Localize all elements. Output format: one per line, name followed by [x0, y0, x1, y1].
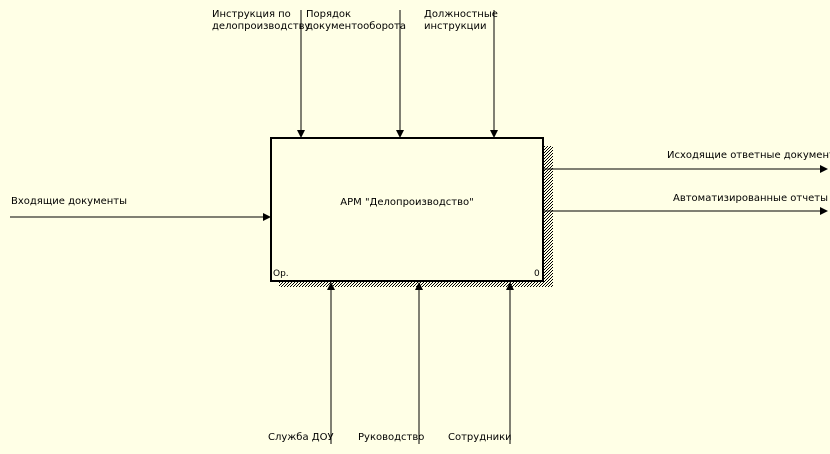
mechanism-label-3: Сотрудники: [448, 432, 512, 443]
input-arrow-1[interactable]: [10, 213, 271, 221]
output-arrow-1[interactable]: [544, 165, 828, 173]
mechanism-arrow-2[interactable]: [415, 282, 423, 444]
control-arrow-1[interactable]: [297, 10, 305, 138]
activity-box-shadow-bottom: [279, 281, 553, 287]
control-arrow-3[interactable]: [490, 10, 498, 138]
mechanism-arrow-1[interactable]: [327, 282, 335, 444]
input-label-1: Входящие документы: [11, 196, 128, 207]
activity-node-label: Ор.: [273, 269, 289, 279]
activity-title: АРМ "Делопроизводство": [340, 197, 474, 208]
control-label-1: Инструкция по делопроизводству: [212, 9, 311, 32]
activity-box[interactable]: [270, 137, 544, 282]
control-arrow-2[interactable]: [396, 10, 404, 138]
output-label-1: Исходящие ответные документы: [667, 150, 830, 161]
activity-box-shadow: [543, 146, 553, 285]
control-label-2: Порядок документооборота: [306, 9, 406, 32]
mechanism-arrow-3[interactable]: [506, 282, 514, 444]
output-label-2: Автоматизированные отчеты: [673, 193, 829, 204]
output-arrow-2[interactable]: [544, 207, 828, 215]
control-label-3: Должностные инструкции: [424, 9, 498, 32]
mechanism-label-2: Руководство: [358, 432, 425, 443]
activity-node-number: 0: [534, 269, 540, 279]
mechanism-label-1: Служба ДОУ: [268, 432, 334, 443]
